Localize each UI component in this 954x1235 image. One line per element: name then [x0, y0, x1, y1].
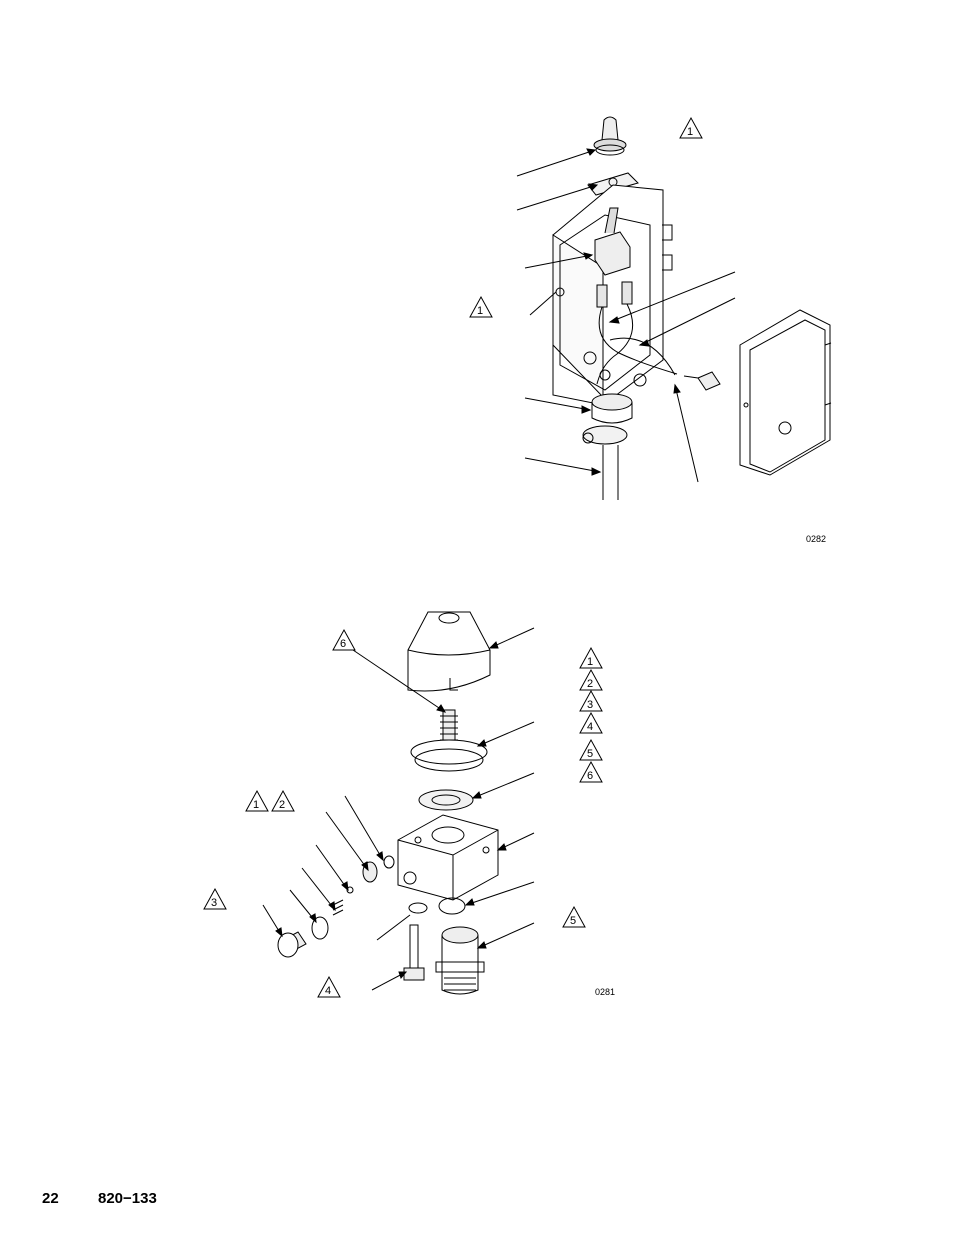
housing — [398, 815, 498, 900]
triangle-label: 6 — [340, 638, 346, 650]
legend-triangle: 5 — [580, 740, 602, 760]
diaphragm — [419, 790, 473, 810]
bolt — [404, 925, 424, 980]
legend-triangle: 3 — [580, 691, 602, 711]
cap — [408, 612, 490, 691]
triangle-label: 1 — [587, 656, 593, 668]
figure-number: 0281 — [595, 987, 615, 997]
callout-triangle-2: 2 — [272, 791, 294, 811]
legend-triangles: 1 2 3 4 5 6 — [580, 648, 602, 782]
pressure-control-figure: 6 1 2 3 4 5 1 — [204, 612, 615, 997]
triangle-label: 2 — [279, 799, 285, 811]
figure-number: 0282 — [806, 534, 826, 544]
triangle-label: 1 — [477, 305, 483, 317]
triangle-label: 4 — [325, 985, 331, 997]
o-ring — [409, 898, 465, 914]
triangle-label: 1 — [253, 799, 259, 811]
toggle-boot — [594, 117, 626, 155]
page-number: 22 — [42, 1190, 98, 1207]
triangle-label: 2 — [587, 678, 593, 690]
legend-triangle: 1 — [580, 648, 602, 668]
outlet-fitting — [436, 927, 484, 994]
triangle-label: 4 — [587, 721, 593, 733]
triangle-label: 3 — [587, 699, 593, 711]
legend-triangle: 4 — [580, 713, 602, 733]
callout-triangle-4: 4 — [318, 977, 340, 997]
switch-box-body — [553, 185, 677, 405]
leader-lines-0281 — [263, 628, 534, 990]
spring-assembly — [411, 710, 487, 771]
callout-triangle-5: 5 — [563, 907, 585, 927]
callout-triangle-1: 1 — [246, 791, 268, 811]
triangle-label: 3 — [211, 897, 217, 909]
document-number: 820−133 — [98, 1190, 157, 1207]
warning-triangle: 1 — [470, 297, 492, 317]
warning-triangle: 1 — [680, 118, 702, 138]
legend-triangle: 2 — [580, 670, 602, 690]
ground-screw — [684, 372, 720, 390]
triangle-label: 5 — [570, 915, 576, 927]
callout-triangle-3: 3 — [204, 889, 226, 909]
triangle-label: 5 — [587, 748, 593, 760]
switch-box-figure: 1 1 0282 — [470, 117, 831, 544]
triangle-label: 6 — [587, 770, 593, 782]
valve-parts — [278, 856, 394, 957]
legend-triangle: 6 — [580, 762, 602, 782]
triangle-label: 1 — [687, 126, 693, 138]
callout-triangle-6: 6 — [333, 630, 355, 650]
switch-box-cover — [740, 310, 831, 475]
